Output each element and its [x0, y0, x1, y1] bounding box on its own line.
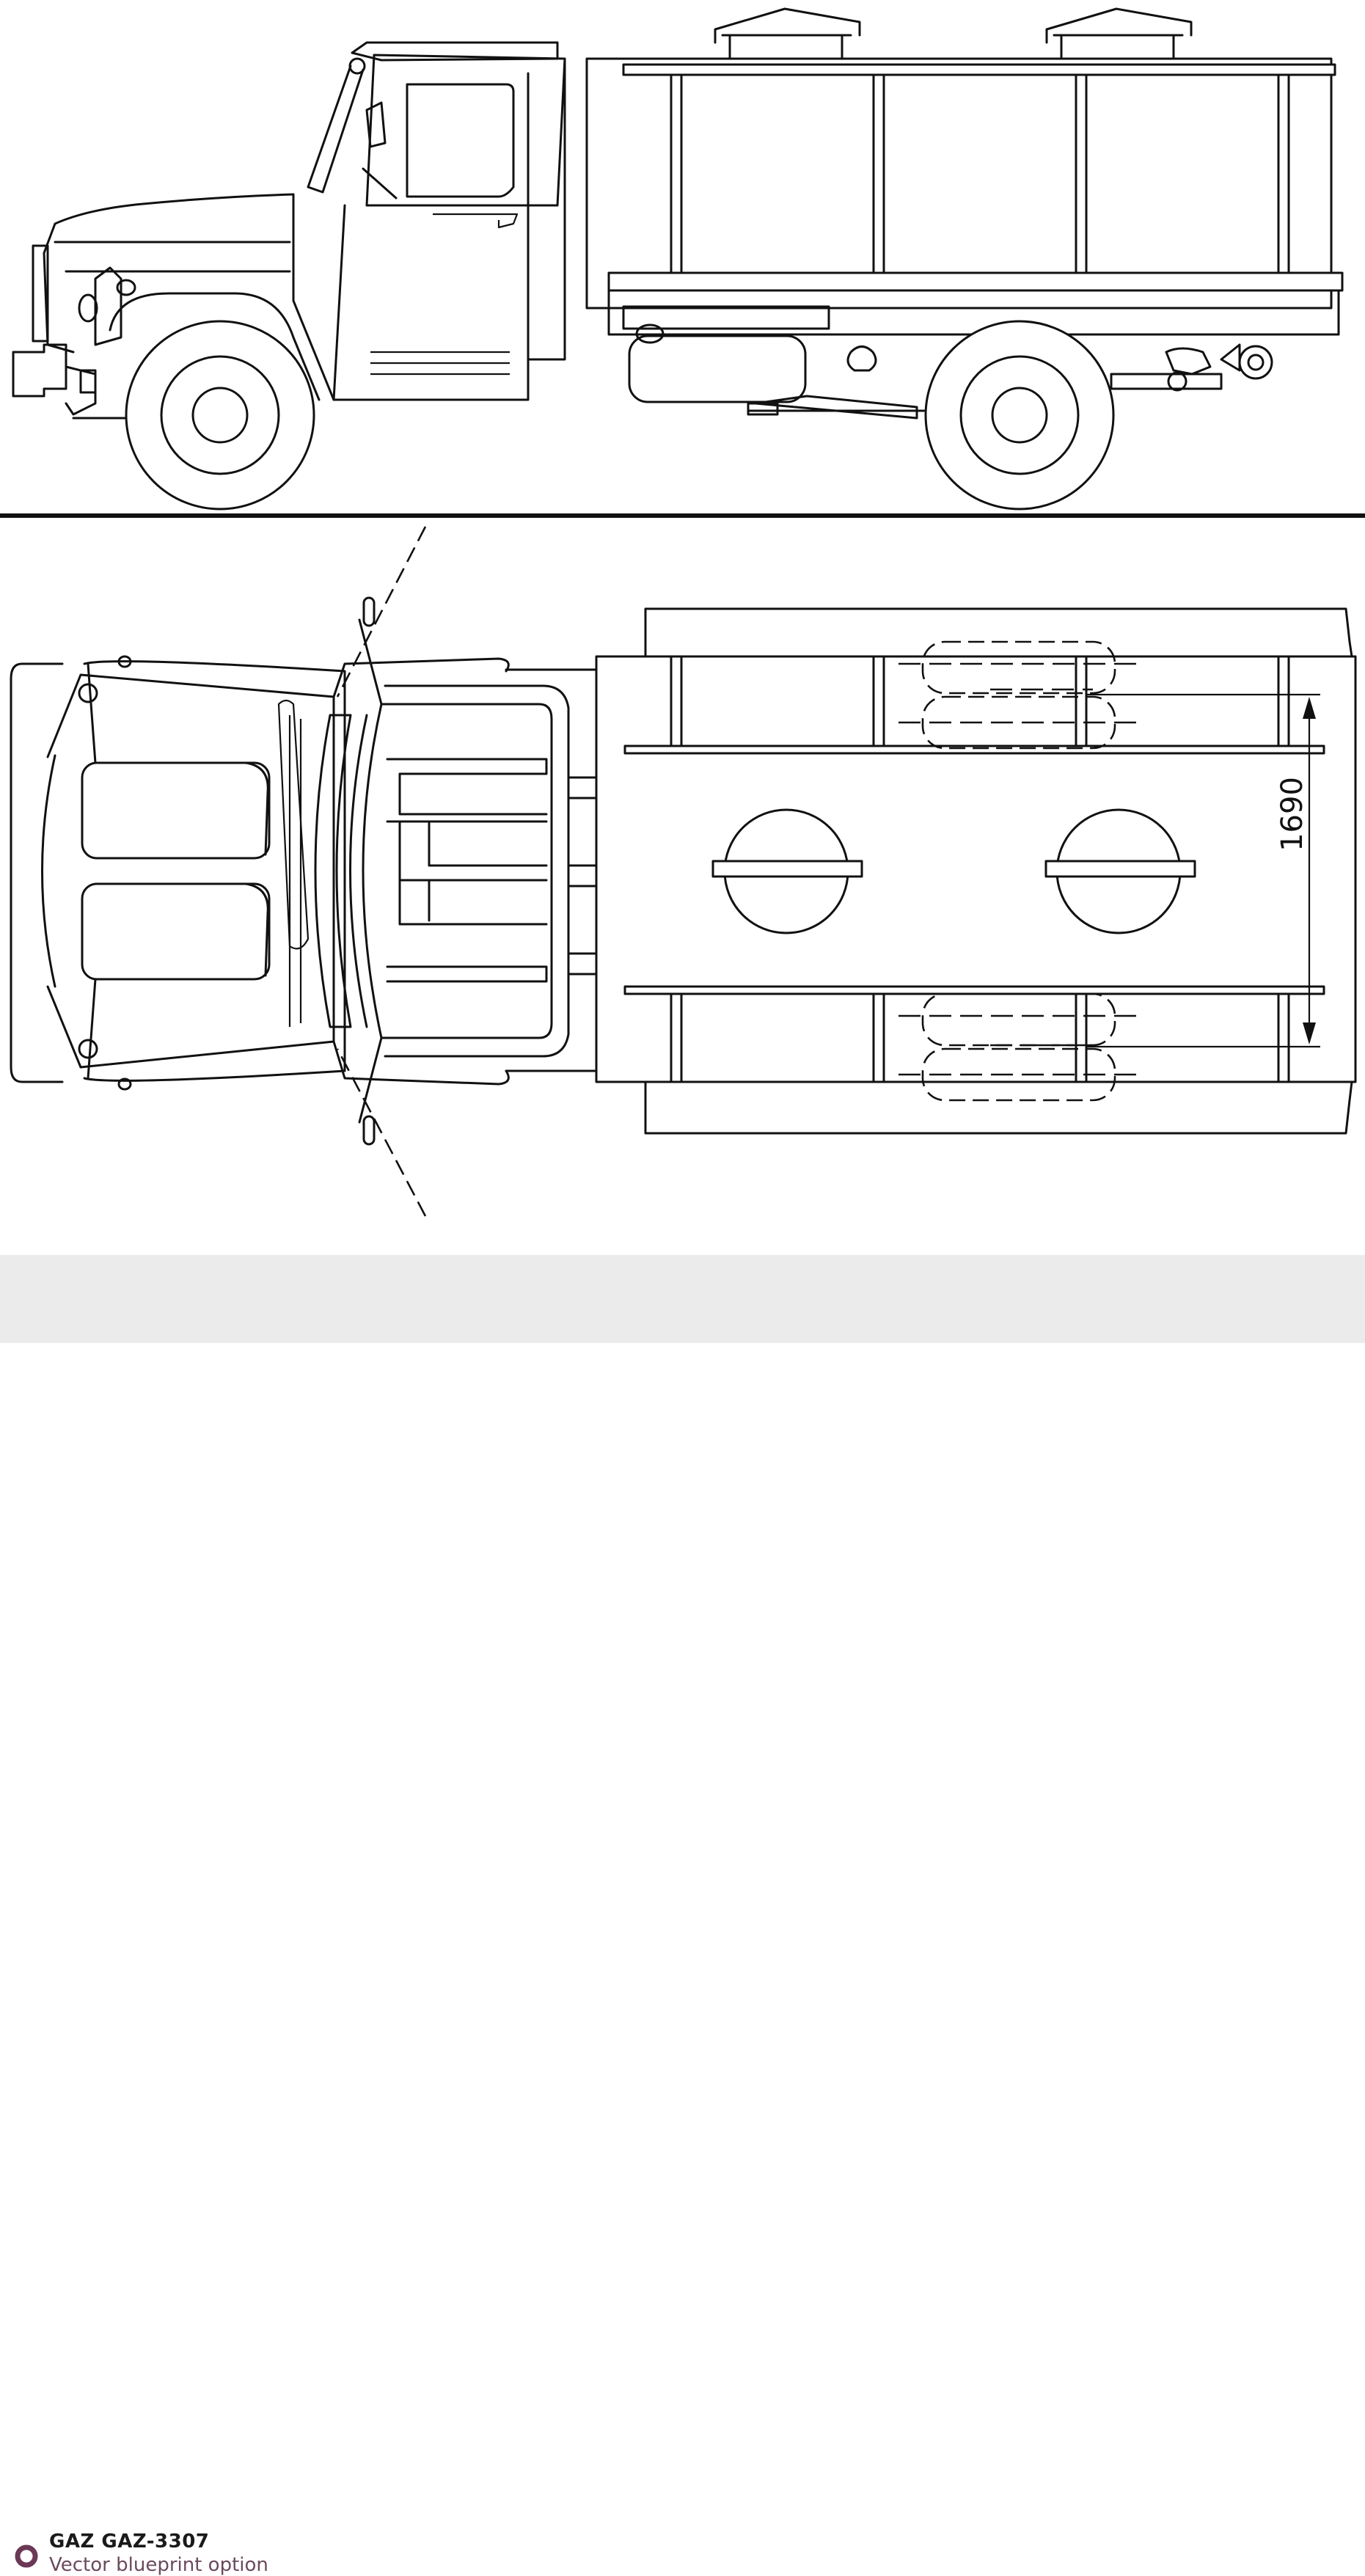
blueprint-drawing: 1690	[0, 7, 1365, 1217]
cab-side	[307, 41, 566, 401]
ring-icon	[15, 2544, 38, 2568]
tank-body-top	[595, 607, 1357, 1135]
rear-wheel	[924, 320, 1115, 511]
footer-subtitle: Vector blueprint option	[49, 2554, 268, 2576]
footer-title: GAZ GAZ-3307	[49, 2531, 210, 2553]
chassis-side	[747, 343, 1273, 420]
top-view: 1690	[10, 526, 1357, 1217]
tank-body-side	[585, 7, 1344, 403]
cab-top	[277, 668, 598, 1072]
footer-bar: GAZ GAZ-3307 Vector blueprint option	[0, 1255, 1365, 2576]
dimension-1690: 1690	[1086, 693, 1320, 1048]
hood-top	[10, 655, 510, 1091]
side-view	[0, 7, 1365, 518]
hood-side	[12, 193, 335, 420]
dimension-label: 1690	[1276, 777, 1309, 852]
front-wheel	[125, 320, 315, 511]
mirrors-top	[336, 526, 427, 1217]
